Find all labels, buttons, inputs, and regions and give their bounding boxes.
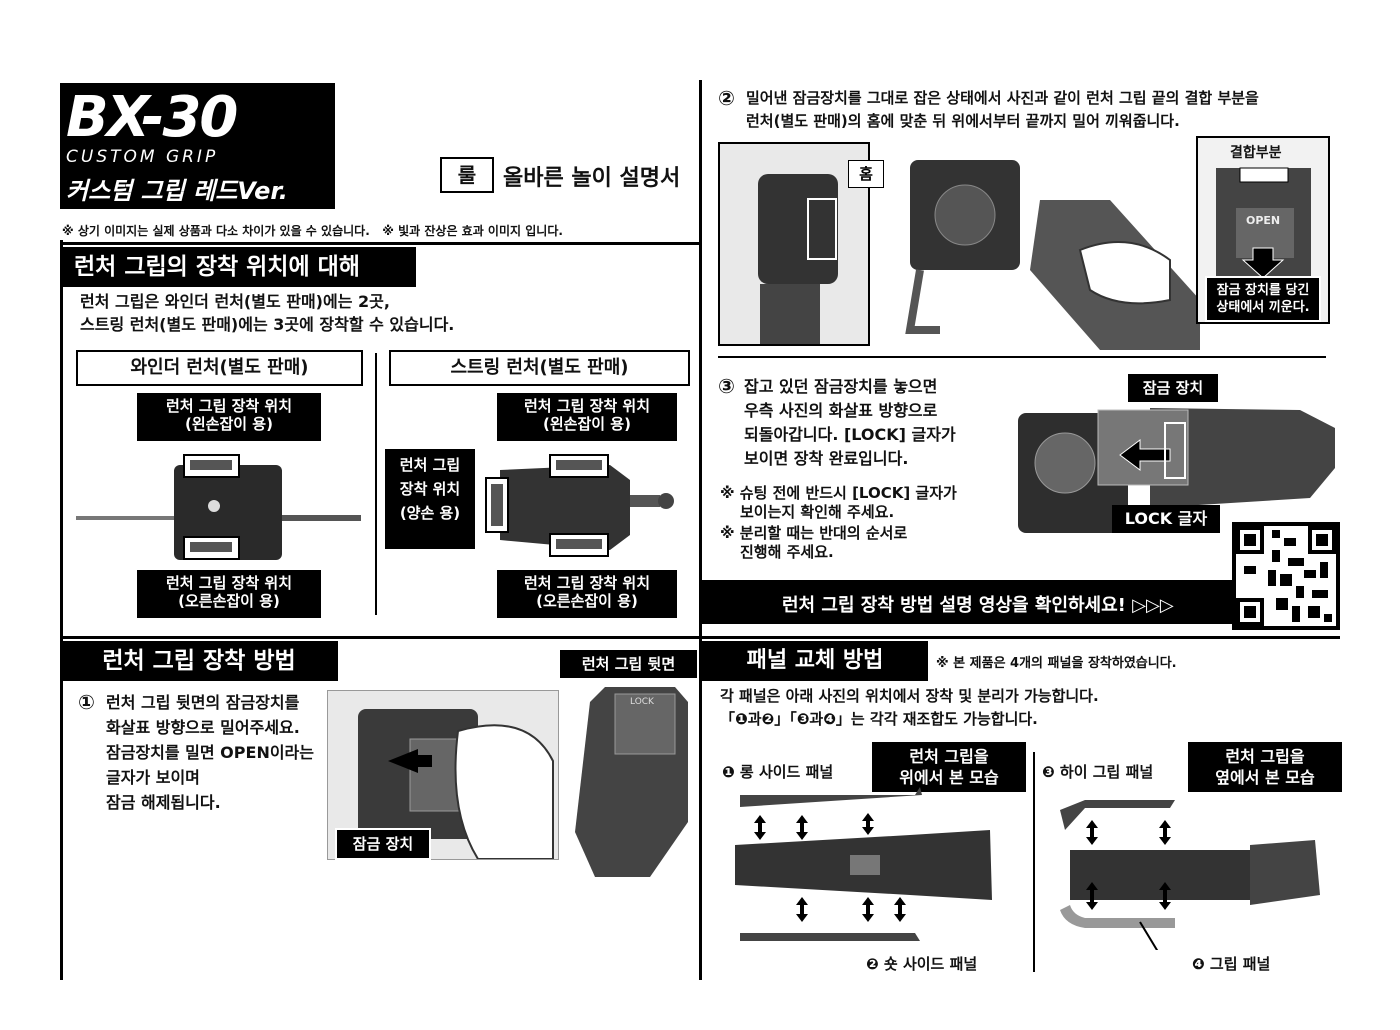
step3-line-1: 잡고 있던 잠금장치를 놓으면 [744,377,938,396]
step2-groove-photo [718,142,870,346]
frame-middle [699,80,702,980]
video-qr-code[interactable] [1232,522,1340,630]
product-en-name: CUSTOM GRIP [66,147,219,167]
string-launcher-image [485,454,674,557]
step2-number: ② [718,86,735,110]
step3-lock-image [1018,408,1335,533]
method-heading: 런처 그립 장착 방법 [60,641,338,681]
step3-lock-device-label: 잠금 장치 [1128,374,1218,402]
step3-line-4: 보이면 장착 완료입니다. [744,449,909,468]
panel-2-label: ❷ 숏 사이드 패널 [866,955,978,973]
string-launcher-title: 스트링 런처(별도 판매) [389,350,690,386]
frame-top-left [60,242,700,245]
panel-note: ※ 본 제품은 4개의 패널을 장착하였습니다. [936,656,1177,671]
rule-title: 올바른 놀이 설명서 [503,166,681,191]
winder-right-hand-label: 런처 그립 장착 위치(오른손잡이 용) [137,570,321,618]
grip-back-label: 런처 그립 뒷면 [560,650,697,678]
rule-badge: 룰 [440,157,494,193]
winder-left-hand-label: 런처 그립 장착 위치(왼손잡이 용) [137,393,321,441]
panel-1-label: ❶ 롱 사이드 패널 [722,763,834,781]
winder-launcher-title: 와인더 런처(별도 판매) [76,350,363,386]
step2-line-1: 밀어낸 잠금장치를 그대로 잡은 상태에서 사진과 같이 런처 그립 끝의 결합… [746,89,1259,107]
top-view-image [735,787,992,941]
panel-heading: 패널 교체 방법 [702,641,928,681]
step1-line-1: 런처 그립 뒷면의 잠금장치를 [106,693,300,712]
step3-note-2: 보이는지 확인해 주세요. [740,503,895,521]
video-banner-text: 런처 그립 장착 방법 설명 영상을 확인하세요! ▷▷▷ [782,595,1174,616]
frame-left [60,240,63,980]
product-ko-name: 커스텀 그립 레드Ver. [66,177,288,205]
step3-line-2: 우측 사진의 화살표 방향으로 [744,401,938,420]
title-block: BX-30 CUSTOM GRIP 커스텀 그립 레드Ver. [60,83,335,209]
grip-back-image: LOCK [575,687,688,877]
position-intro-1: 런처 그립은 와인더 런처(별도 판매)에는 2곳, [80,292,390,311]
step1-number: ① [78,690,95,714]
panel-4-label: ❹ 그립 패널 [1192,955,1271,973]
step1-lock-label: 잠금 장치 [335,828,431,860]
open-label: OPEN [1246,214,1281,227]
video-banner: 런처 그립 장착 방법 설명 영상을 확인하세요! ▷▷▷ [702,580,1262,624]
joint-label: 결합부분 [1230,145,1282,161]
disclaimer: ※ 상기 이미지는 실제 상품과 다소 차이가 있을 수 있습니다. ※ 빛과 … [62,224,563,238]
svg-text:LOCK: LOCK [630,697,655,707]
string-left-hand-label: 런처 그립 장착 위치(왼손잡이 용) [497,393,677,441]
product-code: BX-30 [66,85,238,150]
step2-line-2: 런처(별도 판매)의 홈에 맞춘 뒤 위에서부터 끝까지 밀어 끼워줍니다. [746,112,1180,130]
frame-right-top-divider [718,356,1326,358]
frame-mid-left [60,636,700,639]
panel-line-1: 각 패널은 아래 사진의 위치에서 장착 및 분리가 가능합니다. [720,687,1099,705]
step3-note-3: ※ 분리할 때는 반대의 순서로 [720,524,908,542]
step3-note-4: 진행해 주세요. [740,543,834,561]
side-view-image [1060,800,1320,950]
frame-mid-right [700,636,1340,639]
string-right-hand-label: 런처 그립 장착 위치(오른손잡이 용) [497,570,677,618]
position-divider [375,353,377,615]
step3-line-3: 되돌아갑니다. [LOCK] 글자가 [744,425,956,444]
position-heading: 런처 그립의 장착 위치에 대해 [60,247,416,287]
step1-line-3: 잠금장치를 밀면 OPEN이라는 [106,743,314,762]
step3-note-1: ※ 슈팅 전에 반드시 [LOCK] 글자가 [720,484,957,502]
panel-line-2: 「❶과❷」「❸과❹」는 각각 재조합도 가능합니다. [720,710,1038,728]
step3-lock-text-label: LOCK 글자 [1112,505,1220,533]
groove-label: 홈 [848,160,884,188]
step3-number: ③ [718,374,735,398]
step1-line-5: 잠금 해제됩니다. [106,793,221,812]
position-intro-2: 스트링 런처(별도 판매)에는 3곳에 장착할 수 있습니다. [80,315,455,334]
panel-divider [1033,752,1035,972]
step1-line-4: 글자가 보이며 [106,768,200,787]
panel-3-label: ❸ 하이 그립 패널 [1042,763,1154,781]
step2-assembly-image [905,160,1200,350]
winder-launcher-image [76,454,361,560]
step1-line-2: 화살표 방향으로 밀어주세요. [106,718,300,737]
